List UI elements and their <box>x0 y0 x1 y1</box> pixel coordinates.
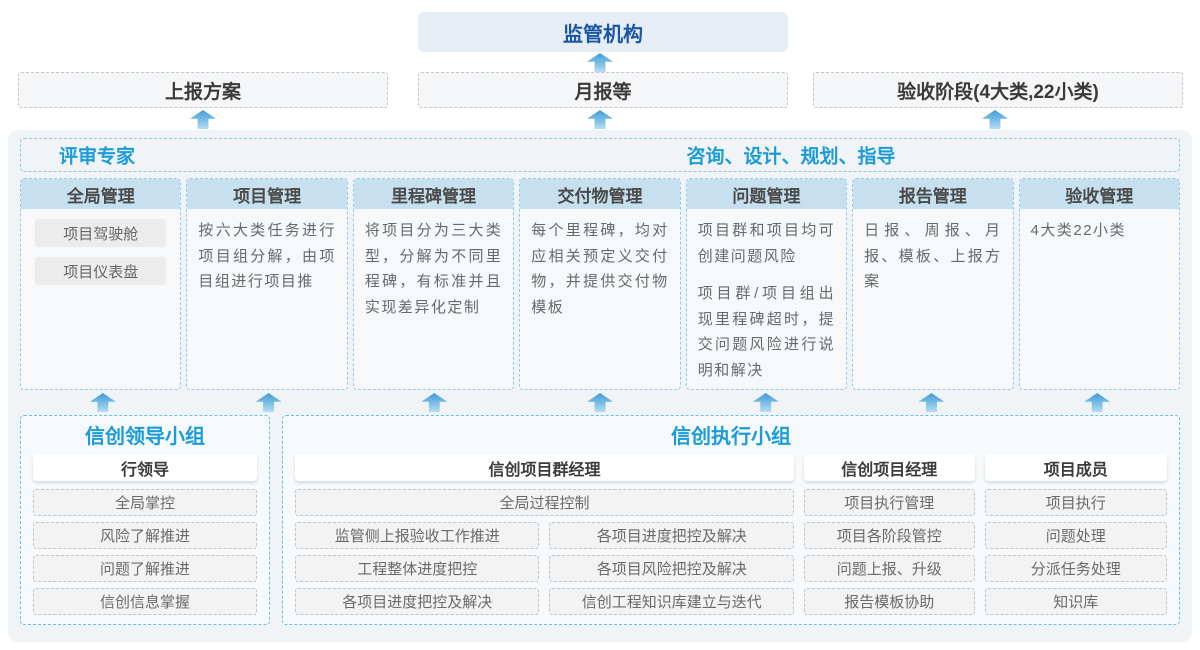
program-manager-item: 各项目进度把控及解决 <box>549 522 794 549</box>
column-text: 将项目分为三大类型，分解为不同里程碑，有标准并且实现差异化定制 <box>364 222 503 316</box>
column-project-management: 项目管理 按六大类任务进行项目组分解，由项目组进行项目推 <box>186 178 348 390</box>
leader-item: 风险了解推进 <box>33 522 257 549</box>
project-member-item: 项目执行 <box>984 489 1167 516</box>
up-arrow-icon <box>752 393 779 412</box>
guidance-label: 咨询、设计、规划、指导 <box>686 146 896 168</box>
leader-item: 全局掌控 <box>33 489 257 516</box>
column-title: 里程碑管理 <box>353 179 514 209</box>
column-title: 问题管理 <box>686 179 847 209</box>
program-manager-item: 各项目进度把控及解决 <box>295 588 540 615</box>
program-manager-section: 信创项目群经理 全局过程控制 监管侧上报验收工作推进 各项目进度把控及解决 工程… <box>295 454 794 615</box>
project-member-item: 知识库 <box>984 588 1167 615</box>
column-title: 验收管理 <box>1019 179 1179 209</box>
flow-box-report-plan: 上报方案 <box>18 72 388 108</box>
column-title: 项目管理 <box>187 179 347 209</box>
project-manager-item: 问题上报、升级 <box>803 555 975 582</box>
column-deliverable-management: 交付物管理 每个里程碑，均对应相关预定义交付物，并提供交付物模板 <box>519 178 681 390</box>
platform-panel: 评审专家 咨询、设计、规划、指导 全局管理 项目驾驶舱 项目仪表盘 项目管理 按… <box>8 130 1192 642</box>
project-manager-item: 项目各阶段管控 <box>803 522 975 549</box>
regulator-box: 监管机构 <box>418 12 788 52</box>
management-columns: 全局管理 项目驾驶舱 项目仪表盘 项目管理 按六大类任务进行项目组分解，由项目组… <box>20 178 1180 390</box>
up-arrow-icon <box>190 110 216 129</box>
execution-group-panel: 信创执行小组 信创项目群经理 全局过程控制 监管侧上报验收工作推进 各项目进度把… <box>282 415 1180 625</box>
role-bank-leader: 行领导 <box>33 454 257 481</box>
up-arrow-icon <box>587 110 613 129</box>
project-manager-section: 信创项目经理 项目执行管理 项目各阶段管控 问题上报、升级 报告模板协助 <box>803 454 975 615</box>
column-acceptance-management: 验收管理 4大类22小类 <box>1018 178 1180 390</box>
role-project-member: 项目成员 <box>984 454 1167 481</box>
flow-box-acceptance-stage: 验收阶段(4大类,22小类) <box>813 72 1183 108</box>
flow-box-monthly-report: 月报等 <box>418 72 788 108</box>
experts-label: 评审专家 <box>59 146 136 168</box>
column-text: 按六大类任务进行项目组分解，由项目组进行项目推 <box>198 222 336 290</box>
column-text: 日报、周报、月报、模板、上报方案 <box>864 222 1002 290</box>
program-manager-item: 各项目风险把控及解决 <box>549 555 794 582</box>
project-manager-item: 报告模板协助 <box>803 588 975 615</box>
chip-project-cockpit: 项目驾驶舱 <box>35 219 167 247</box>
leader-item: 信创信息掌握 <box>33 588 257 615</box>
column-issue-management: 问题管理 项目群和项目均可创建问题风险 项目群/项目组出现里程碑超时，提交问题风… <box>685 178 848 390</box>
up-arrow-icon <box>255 393 282 412</box>
up-arrow-icon <box>89 393 116 412</box>
up-arrow-icon <box>918 393 945 412</box>
program-manager-item: 工程整体进度把控 <box>295 555 540 582</box>
project-member-item: 分派任务处理 <box>984 555 1167 582</box>
project-member-item: 问题处理 <box>984 522 1167 549</box>
program-manager-item: 全局过程控制 <box>295 489 794 516</box>
column-text: 项目群和项目均可创建问题风险 <box>697 222 836 265</box>
up-arrow-icon <box>982 110 1008 129</box>
up-arrow-icon <box>587 53 613 72</box>
column-text: 项目群/项目组出现里程碑超时，提交问题风险进行说明和解决 <box>697 285 836 379</box>
leadership-group-title: 信创领导小组 <box>85 426 205 448</box>
column-arrows-row <box>20 390 1180 415</box>
column-text: 每个里程碑，均对应相关预定义交付物，并提供交付物模板 <box>531 222 669 316</box>
up-arrow-icon <box>1084 393 1111 412</box>
column-text: 4大类22小类 <box>1030 222 1127 239</box>
column-title: 报告管理 <box>853 179 1013 209</box>
role-project-manager: 信创项目经理 <box>803 454 975 481</box>
column-milestone-management: 里程碑管理 将项目分为三大类型，分解为不同里程碑，有标准并且实现差异化定制 <box>352 178 515 390</box>
leader-item: 问题了解推进 <box>33 555 257 582</box>
project-member-section: 项目成员 项目执行 问题处理 分派任务处理 知识库 <box>984 454 1167 615</box>
program-manager-item: 信创工程知识库建立与迭代 <box>549 588 794 615</box>
execution-group-title: 信创执行小组 <box>671 426 791 448</box>
leadership-group-panel: 信创领导小组 行领导 全局掌控 风险了解推进 问题了解推进 信创信息掌握 <box>20 415 270 625</box>
column-report-management: 报告管理 日报、周报、月报、模板、上报方案 <box>852 178 1014 390</box>
chip-project-dashboard: 项目仪表盘 <box>35 257 167 285</box>
column-title: 交付物管理 <box>520 179 680 209</box>
column-title: 全局管理 <box>21 179 181 209</box>
program-manager-item: 监管侧上报验收工作推进 <box>295 522 540 549</box>
role-program-manager: 信创项目群经理 <box>295 454 794 481</box>
up-arrow-icon <box>421 393 448 412</box>
project-manager-item: 项目执行管理 <box>803 489 975 516</box>
up-arrow-icon <box>587 393 614 412</box>
column-global-management: 全局管理 项目驾驶舱 项目仪表盘 <box>20 178 182 390</box>
experts-guidance-bar: 评审专家 咨询、设计、规划、指导 <box>20 138 1180 172</box>
